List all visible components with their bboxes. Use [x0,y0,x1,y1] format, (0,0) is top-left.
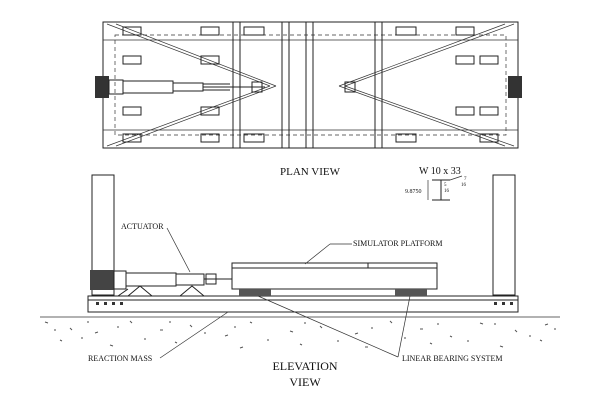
section-depth: 9.8750 [405,189,422,195]
plan-outer-frame [102,21,519,149]
web-thickness-den: 16 [444,189,450,194]
flange-thickness-num: 7 [464,177,467,182]
simulator-platform-label: SIMULATOR PLATFORM [353,239,442,248]
elevation-view: ACTUATOR SIMULATOR PLATFORM REACTION MAS… [40,174,560,389]
actuator-label: ACTUATOR [121,222,164,231]
plan-actuator [95,76,522,98]
elevation-actuator [90,270,232,297]
elevation-view-title-line2: VIEW [289,375,321,389]
left-reaction-column [91,174,115,296]
plan-inner-dashed-frame [114,34,507,136]
right-reaction-column [492,174,516,296]
elevation-view-title-line1: ELEVATION [272,359,337,373]
linear-bearing-system-label: LINEAR BEARING SYSTEM [402,354,502,363]
ground-hatch [40,316,560,349]
base-beam [87,295,519,313]
plan-cross-beams [232,22,383,148]
leader-lines [159,227,411,359]
section-designation: W 10 x 33 [419,166,461,177]
reaction-mass-label: REACTION MASS [88,354,152,363]
plan-bearing-pads [122,26,499,143]
simulator-platform [231,262,438,290]
linear-bearings [239,289,427,296]
flange-thickness-den: 16 [461,183,467,188]
plan-view-title: PLAN VIEW [280,166,341,178]
base-bolts [96,302,513,305]
plan-x-bracing [106,23,515,147]
section-detail: W 10 x 33 9.8750 5 16 7 16 [405,166,467,201]
plan-view: PLAN VIEW [95,21,522,178]
web-thickness-num: 5 [444,183,447,188]
